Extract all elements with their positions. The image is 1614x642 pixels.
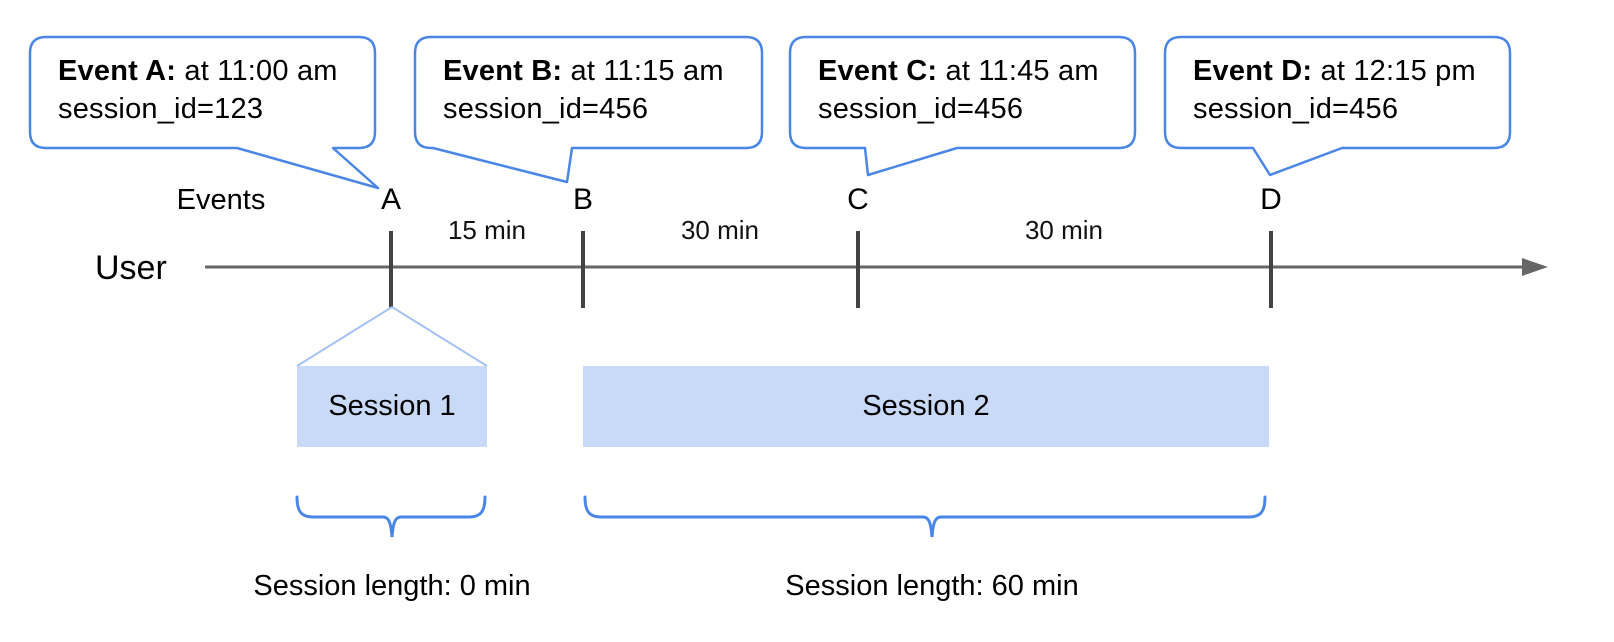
event-b-callout-title: Event B: xyxy=(443,55,563,87)
session-2-box: Session 2 xyxy=(583,366,1269,447)
event-c-callout: Event C: at 11:45 am session_id=456 xyxy=(818,52,1099,128)
event-d-callout: Event D: at 12:15 pm session_id=456 xyxy=(1193,52,1476,128)
event-a-label: A xyxy=(380,183,401,216)
callout-a-bubble-outline xyxy=(28,35,380,190)
event-b-callout-session-id: session_id=456 xyxy=(443,93,649,125)
session-2-length-label: Session length: 60 min xyxy=(785,570,1079,602)
session-2-box-label: Session 2 xyxy=(862,390,990,422)
session-1-box: Session 1 xyxy=(297,366,487,447)
event-c-callout-session-id: session_id=456 xyxy=(818,93,1024,125)
session-1-funnel xyxy=(296,306,488,367)
event-a-callout-session-id: session_id=123 xyxy=(58,93,264,125)
session-1-length-label: Session length: 0 min xyxy=(253,570,531,602)
event-b-callout-time: at 11:15 am xyxy=(570,55,724,87)
event-a-callout: Event A: at 11:00 am session_id=123 xyxy=(58,52,338,128)
event-d-callout-line1: Event D: at 12:15 pm xyxy=(1193,52,1476,90)
events-axis-label: Events xyxy=(176,184,266,216)
callout-d-bubble-outline xyxy=(1163,35,1512,177)
event-c-callout-time: at 11:45 am xyxy=(945,55,1099,87)
event-b-callout-line1: Event B: at 11:15 am xyxy=(443,52,724,90)
callout-b-bubble-outline xyxy=(413,35,764,184)
event-b-callout: Event B: at 11:15 am session_id=456 xyxy=(443,52,724,128)
event-c-callout-line1: Event C: at 11:45 am xyxy=(818,52,1099,90)
event-d-label: D xyxy=(1260,183,1282,216)
event-d-callout-time: at 12:15 pm xyxy=(1320,55,1476,87)
gap-c-d-label: 30 min xyxy=(1024,215,1104,245)
gap-b-c-label: 30 min xyxy=(680,215,760,245)
event-a-callout-time: at 11:00 am xyxy=(184,55,338,87)
event-d-callout-session-id: session_id=456 xyxy=(1193,93,1399,125)
timeline-arrowhead-icon xyxy=(1522,258,1548,276)
event-b-label: B xyxy=(572,183,593,216)
event-c-callout-title: Event C: xyxy=(818,55,938,87)
event-c-label: C xyxy=(847,183,869,216)
event-a-callout-line1: Event A: at 11:00 am xyxy=(58,52,338,90)
event-a-callout-title: Event A: xyxy=(58,55,177,87)
callout-c-bubble-outline xyxy=(788,35,1137,177)
session-1-brace xyxy=(295,495,487,538)
event-d-callout-title: Event D: xyxy=(1193,55,1313,87)
gap-a-b-label: 15 min xyxy=(447,215,527,245)
session-1-box-label: Session 1 xyxy=(328,390,456,422)
session-2-brace xyxy=(583,495,1267,538)
user-axis-label: User xyxy=(95,249,167,287)
